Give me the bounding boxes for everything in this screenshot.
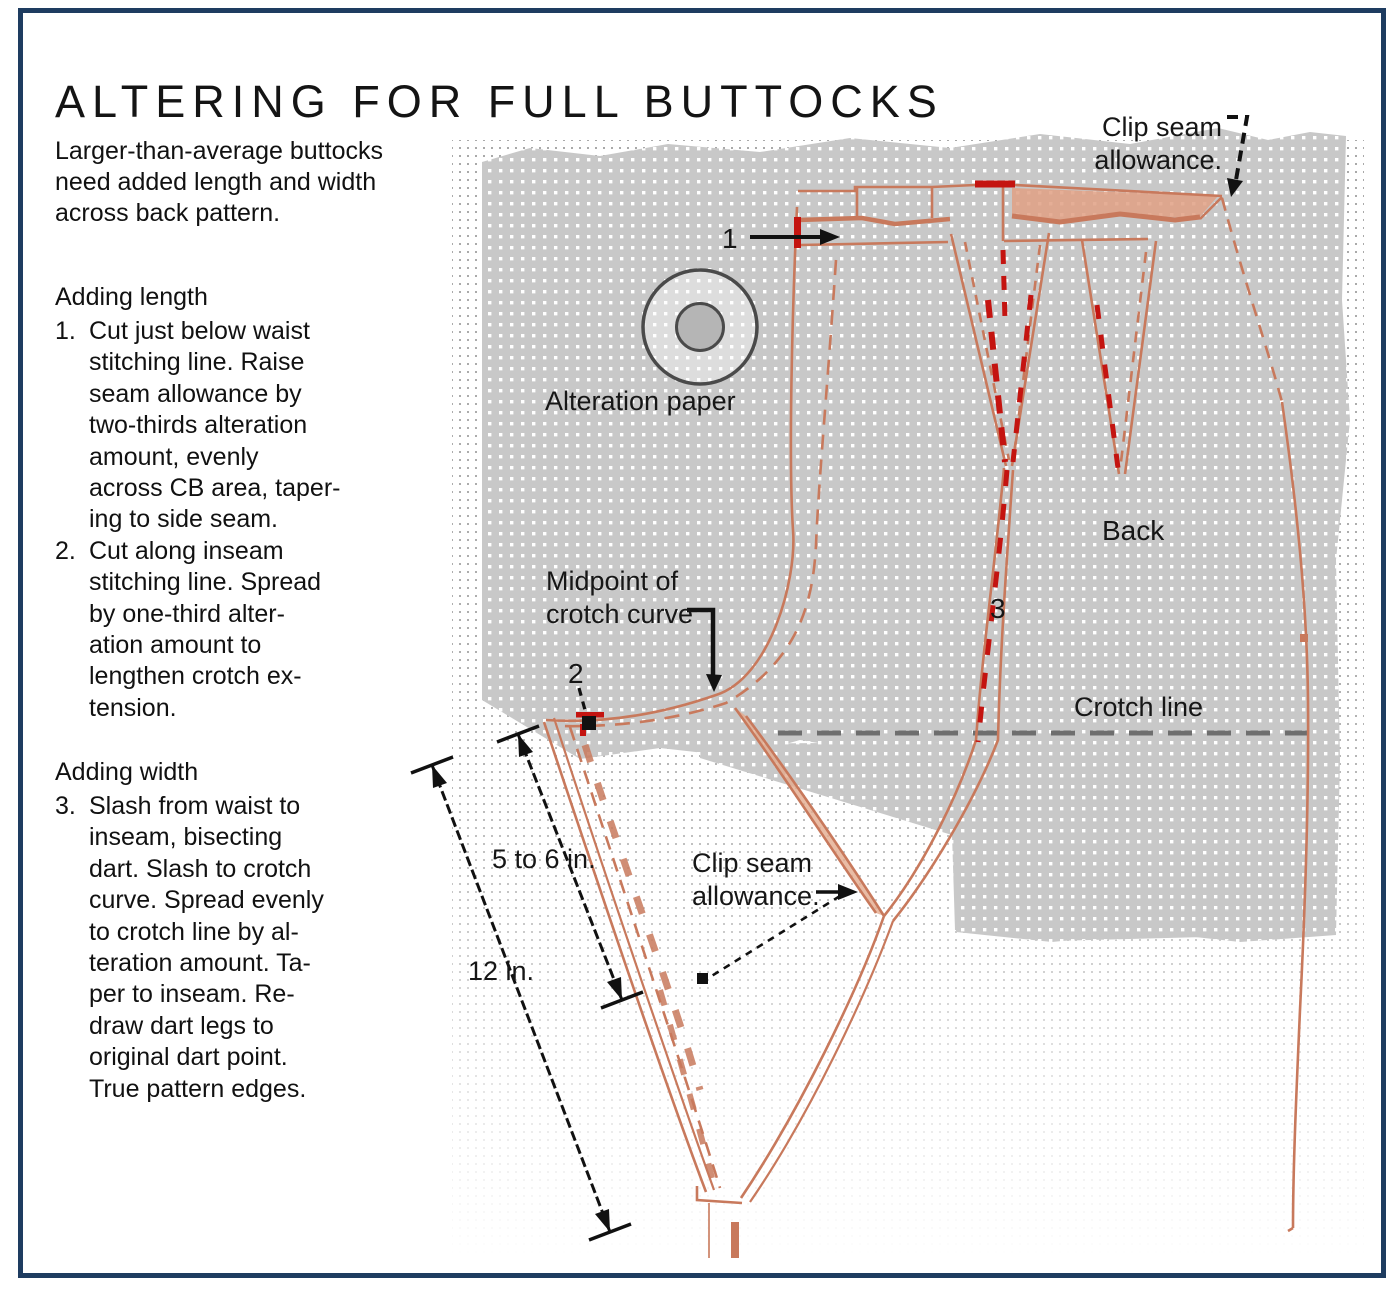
annotations [410,115,1250,1242]
list-item-1: 1. Cut just below waist stitching line. … [55,316,341,536]
intro-line: need added length and width [55,168,377,196]
midpoint-arrowhead [706,674,722,692]
step2-marker [582,716,596,730]
pattern-piece [542,180,1310,1258]
item-number: 2. [55,536,76,565]
clip-seam-bottom-label: Clip seam [692,848,812,878]
adding-length-heading: Adding length [55,283,208,311]
clip-bottom-marker [697,973,708,984]
diagram-labels: Clip seam allowance. 1 Alteration paper … [468,112,1222,986]
intro-text: Larger-than-average buttocks need added … [55,136,383,229]
paper-roll-icon [641,268,759,386]
page-title: ALTERING FOR FULL BUTTOCKS [55,76,944,127]
item-text: Slash from waist to inseam, bisecting da… [89,792,324,1103]
raised-allowance-band [1012,188,1218,221]
clip-bottom-arrowhead [838,884,858,900]
intro-line: Larger-than-average buttocks [55,137,383,165]
step3-label: 3 [990,593,1006,624]
step1-arrowhead [820,229,840,245]
item-text: Cut along inseam stitching line. Spread … [89,536,322,722]
dim-slash-label: 12 in. [468,956,534,986]
svg-text:crotch curve: crotch curve [546,599,693,629]
midpoint-leader [687,607,716,678]
clip-top-arrowhead [1227,178,1243,197]
item-number: 1. [55,317,76,345]
clip-seam-top-label: Clip seam [1102,112,1222,142]
adding-width-list: 3. Slash from waist to inseam, bisecting… [55,791,324,1105]
step1-label: 1 [722,223,738,254]
list-item-2: 2. Cut along inseam stitching line. Spre… [55,536,341,724]
svg-text:allowance.: allowance. [692,881,820,911]
adding-length-list: 1. Cut just below waist stitching line. … [55,316,341,724]
back-label: Back [1102,515,1165,546]
item-text: Cut just below waist stitching line. Rai… [89,317,341,534]
dim-inseam-line [516,733,624,1001]
svg-text:allowance.: allowance. [1094,145,1222,175]
step2-label: 2 [568,658,584,689]
dim-inseam-label: 5 to 6 in. [492,844,596,874]
alteration-paper-label: Alteration paper [545,386,736,416]
item-number: 3. [55,792,76,820]
list-item-3: 3. Slash from waist to inseam, bisecting… [55,791,324,1105]
clip-top-leader [1227,115,1250,181]
intro-line: across back pattern. [55,199,281,227]
adding-width-heading: Adding width [55,758,199,786]
midpoint-label: Midpoint of [546,566,679,596]
step2-leader [577,687,587,711]
crotch-line-label: Crotch line [1074,692,1203,722]
